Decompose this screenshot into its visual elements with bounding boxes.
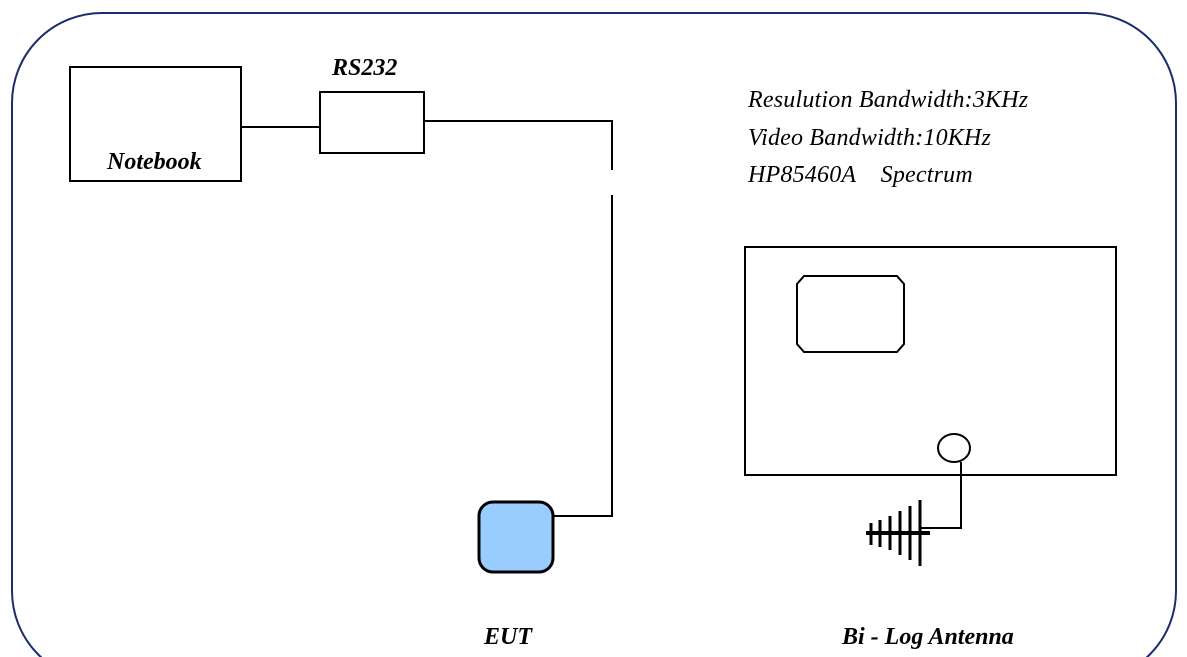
rs232-eut-cable-lower bbox=[553, 195, 613, 517]
eut-label: EUT bbox=[484, 624, 532, 650]
resolution-bandwidth-text: Resulution Bandwidth:3KHz bbox=[748, 87, 1029, 113]
notebook-box bbox=[69, 66, 242, 182]
antenna-cable bbox=[920, 462, 962, 529]
notebook-label: Notebook bbox=[107, 149, 202, 175]
spectrum-model-text: HP85460A Spectrum bbox=[748, 162, 973, 188]
rs232-eut-cable bbox=[424, 120, 613, 170]
spectrum-analyzer-screen bbox=[796, 275, 905, 353]
video-bandwidth-text: Video Bandwidth:10KHz bbox=[748, 125, 992, 151]
outer-frame bbox=[11, 12, 1177, 657]
bi-log-antenna-icon bbox=[866, 500, 930, 566]
rs232-box bbox=[319, 91, 425, 154]
spectrum-analyzer-input-port bbox=[937, 433, 971, 463]
eut-device bbox=[477, 500, 555, 574]
rs232-label: RS232 bbox=[332, 55, 398, 81]
antenna-label: Bi - Log Antenna bbox=[842, 624, 1014, 650]
